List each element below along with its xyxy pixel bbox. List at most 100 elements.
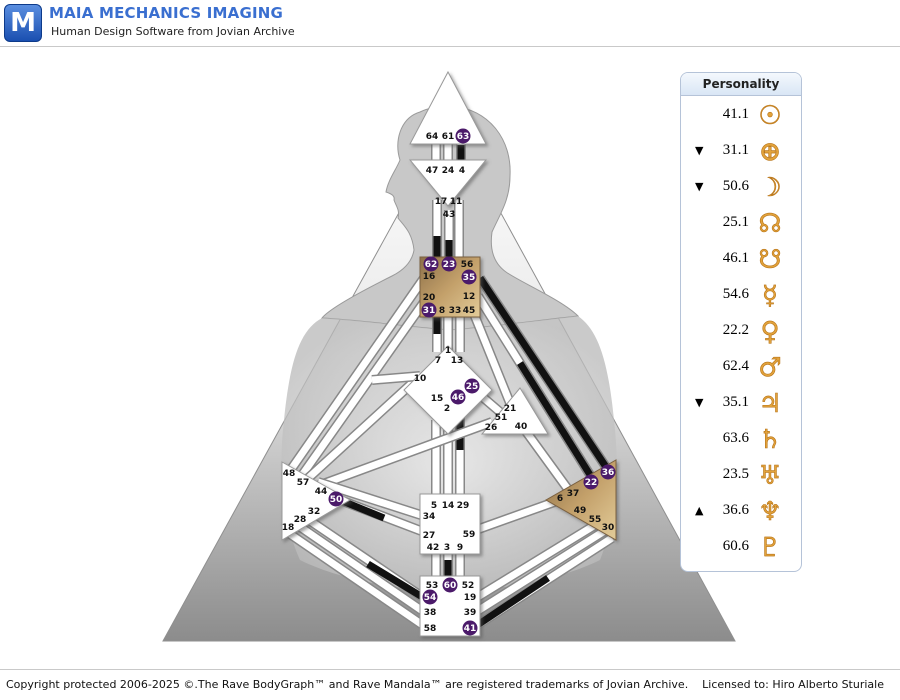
spleen-center: [281, 461, 352, 541]
gate-label: 7: [435, 356, 441, 366]
retrograde-arrow: ▼: [695, 180, 704, 193]
gate-label: 53: [426, 581, 439, 591]
gate-badge: [464, 378, 480, 394]
activation-value: 35.1: [722, 394, 749, 410]
gate-label: 54: [424, 593, 437, 603]
gate-label: 38: [424, 608, 437, 618]
retrograde-arrow: ▲: [695, 504, 704, 517]
gate-label: 31: [423, 306, 436, 316]
gate-badge: [441, 256, 457, 272]
activation-value: 46.1: [722, 250, 749, 266]
saturn-icon: ♄: [758, 425, 782, 453]
gate-label: 56: [461, 260, 474, 270]
channels: [287, 132, 615, 631]
gate-label: 48: [283, 469, 296, 479]
jupiter-icon: ♃: [758, 389, 782, 417]
gate-label: 64: [426, 132, 439, 142]
license-text: Licensed to: Hiro Alberto Sturiale: [702, 678, 884, 691]
g-center: [403, 345, 493, 435]
app-subtitle: Human Design Software from Jovian Archiv…: [51, 25, 295, 38]
venus-icon: ♀: [760, 317, 780, 345]
gate-label: 43: [443, 210, 456, 220]
gate-label: 60: [444, 581, 457, 591]
gate-label: 47: [426, 166, 439, 176]
planet-symbol: ☽: [758, 173, 781, 201]
gate-label: 19: [464, 593, 477, 603]
gate-label: 30: [602, 523, 615, 533]
activation-value: 63.6: [722, 430, 749, 446]
planet-symbol: ☋: [758, 245, 781, 273]
gate-label: 23: [443, 260, 456, 270]
gate-badge: [461, 269, 477, 285]
gate-label: 22: [585, 478, 598, 488]
gate-label: 49: [574, 506, 587, 516]
ajna-center: [408, 159, 488, 207]
moon-icon: ☽: [758, 173, 782, 201]
gate-badge: [455, 128, 471, 144]
gate-label: 11: [450, 197, 463, 207]
gate-label: 44: [315, 487, 328, 497]
sacral-center: [419, 493, 481, 555]
uranus-icon: ♅: [758, 461, 782, 489]
gate-label: 50: [330, 495, 343, 505]
activation-value: 23.5: [722, 466, 749, 482]
gate-label: 1: [445, 346, 451, 356]
personality-row: 22.2♀: [681, 315, 801, 351]
gate-badge: [462, 620, 478, 636]
gate-label: 2: [444, 404, 450, 414]
centers: [281, 70, 617, 637]
planet-symbol: ♀: [760, 317, 779, 345]
gate-label: 59: [463, 530, 476, 540]
personality-row: ▼31.1⊕: [681, 135, 801, 171]
activation-value: 54.6: [722, 286, 749, 302]
planet-symbol: ♂: [758, 353, 781, 381]
personality-row: ▼ 50.6 ☽: [681, 171, 801, 207]
planet-symbol: ☿: [762, 281, 778, 309]
personality-panel: Personality 41.1☉▼31.1⊕▼50.6☽25.1☊46.1☋5…: [680, 72, 802, 572]
gate-label: 8: [439, 306, 445, 316]
gate-label: 21: [504, 404, 517, 414]
gate-label: 10: [414, 374, 427, 384]
planet-symbol: ♇: [758, 533, 781, 561]
ego-center: [480, 387, 549, 435]
personality-row: ▼35.1♃: [681, 387, 801, 423]
gate-label: 45: [463, 306, 476, 316]
personality-row: 54.6 ☿: [681, 279, 801, 315]
gate-badge: [421, 302, 437, 318]
planet-symbol: ♅: [758, 461, 781, 489]
gate-badge: [442, 577, 458, 593]
gate-label: 27: [423, 531, 436, 541]
solar-plexus-center: [544, 459, 617, 541]
activation-value: 62.4: [722, 358, 749, 374]
gate-label: 3: [444, 543, 450, 553]
gate-label: 29: [457, 501, 470, 511]
personality-row: 63.6 ♄: [681, 423, 801, 459]
gate-label: 5: [431, 501, 437, 511]
gate-label: 15: [431, 394, 444, 404]
gate-label: 34: [423, 512, 436, 522]
gate-badge: [422, 589, 438, 605]
footer: Copyright protected 2006-2025 ©.The Rave…: [0, 669, 900, 700]
personality-row: 46.1 ☋: [681, 243, 801, 279]
gate-badge: [328, 491, 344, 507]
planet-symbol: ♃: [758, 389, 781, 417]
planet-symbol: ♄: [758, 425, 781, 453]
gate-label: 32: [308, 507, 321, 517]
gate-label: 4: [459, 166, 465, 176]
gate-label: 16: [423, 272, 436, 282]
activation-value: 31.1: [722, 142, 749, 158]
activation-value: 50.6: [722, 178, 749, 194]
personality-title: Personality: [681, 73, 801, 96]
gate-label: 36: [602, 468, 615, 478]
gate-labels: 64 61 63 47 24 4 17 11 43 62 23 56 16 35…: [282, 128, 616, 636]
gate-badge: [583, 474, 599, 490]
personality-row: 25.1☊: [681, 207, 801, 243]
planet-symbol: ☉: [758, 101, 781, 129]
gate-label: 41: [464, 624, 477, 634]
gate-label: 58: [424, 624, 437, 634]
gate-label: 24: [442, 166, 455, 176]
gate-badge: [450, 389, 466, 405]
activation-value: 25.1: [722, 214, 749, 230]
planet-symbol: ♆: [758, 497, 781, 525]
gate-label: 25: [466, 382, 479, 392]
